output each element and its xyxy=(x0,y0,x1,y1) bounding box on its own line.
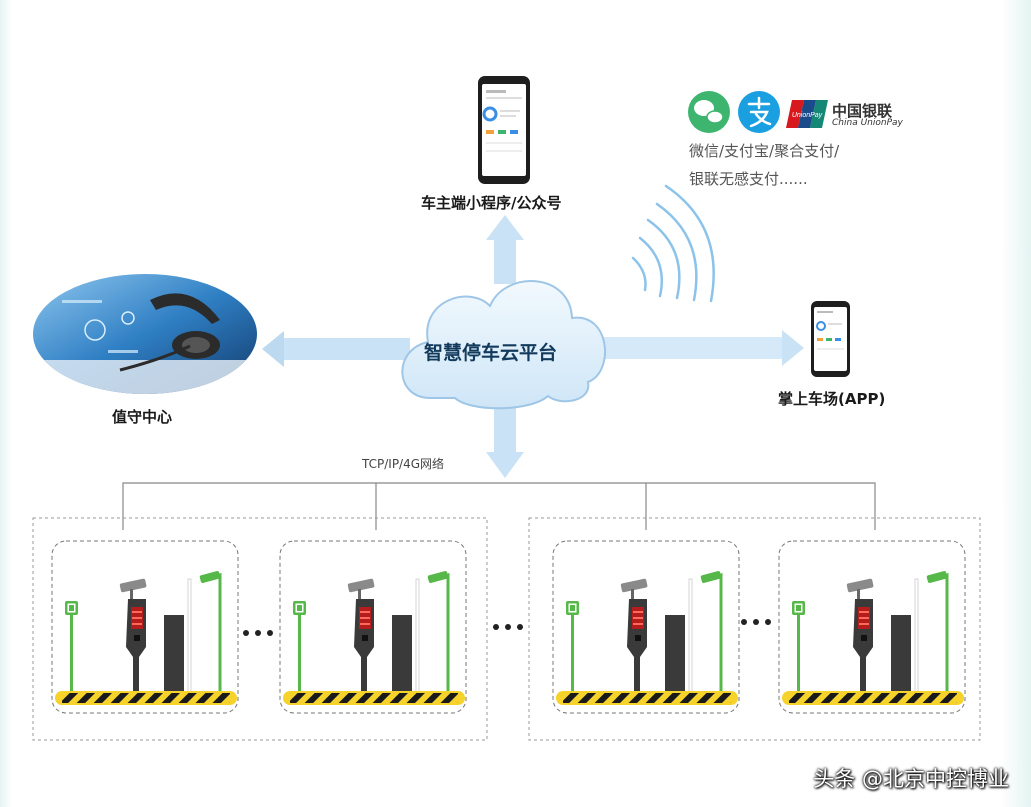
ellipsis-dots xyxy=(243,619,771,636)
arrow-down xyxy=(486,398,524,478)
parking-lane-2 xyxy=(278,539,468,715)
unionpay-en-label: China UnionPay xyxy=(832,118,903,128)
app-label: 掌上车场(APP) xyxy=(778,390,886,408)
arrow-right xyxy=(598,330,804,366)
phone-mini-program-icon xyxy=(478,76,530,184)
parking-lane-4 xyxy=(777,539,967,715)
site-group-right xyxy=(528,517,981,741)
network-bus-lines xyxy=(122,482,876,530)
alipay-icon xyxy=(738,91,780,133)
wireless-signal-icon xyxy=(631,184,715,303)
duty-center-image xyxy=(33,274,257,394)
parking-lane-1 xyxy=(50,539,240,715)
svg-text:UnionPay: UnionPay xyxy=(792,112,823,119)
site-group-left xyxy=(32,517,488,741)
mini-program-label: 车主端小程序/公众号 xyxy=(421,194,562,212)
phone-app-icon xyxy=(811,301,850,377)
right-edge-decoration xyxy=(1001,0,1031,807)
parking-lane-3 xyxy=(551,539,741,715)
payment-methods-line1: 微信/支付宝/聚合支付/ xyxy=(689,142,840,160)
cloud-platform-shape xyxy=(401,280,607,410)
unionpay-icon: UnionPay xyxy=(786,100,828,128)
arrow-left xyxy=(262,331,410,367)
duty-center-label: 值守中心 xyxy=(112,408,173,426)
watermark: 头条 @北京中控博业 xyxy=(813,767,1009,791)
arrow-up xyxy=(486,215,524,284)
payment-methods-line2: 银联无感支付...... xyxy=(689,170,808,188)
wechat-pay-icon xyxy=(688,91,730,133)
unionpay-cn-label: 中国银联 xyxy=(832,102,893,120)
left-edge-decoration xyxy=(0,0,12,807)
network-label: TCP/IP/4G网络 xyxy=(362,457,445,471)
cloud-platform-label: 智慧停车云平台 xyxy=(424,342,558,364)
